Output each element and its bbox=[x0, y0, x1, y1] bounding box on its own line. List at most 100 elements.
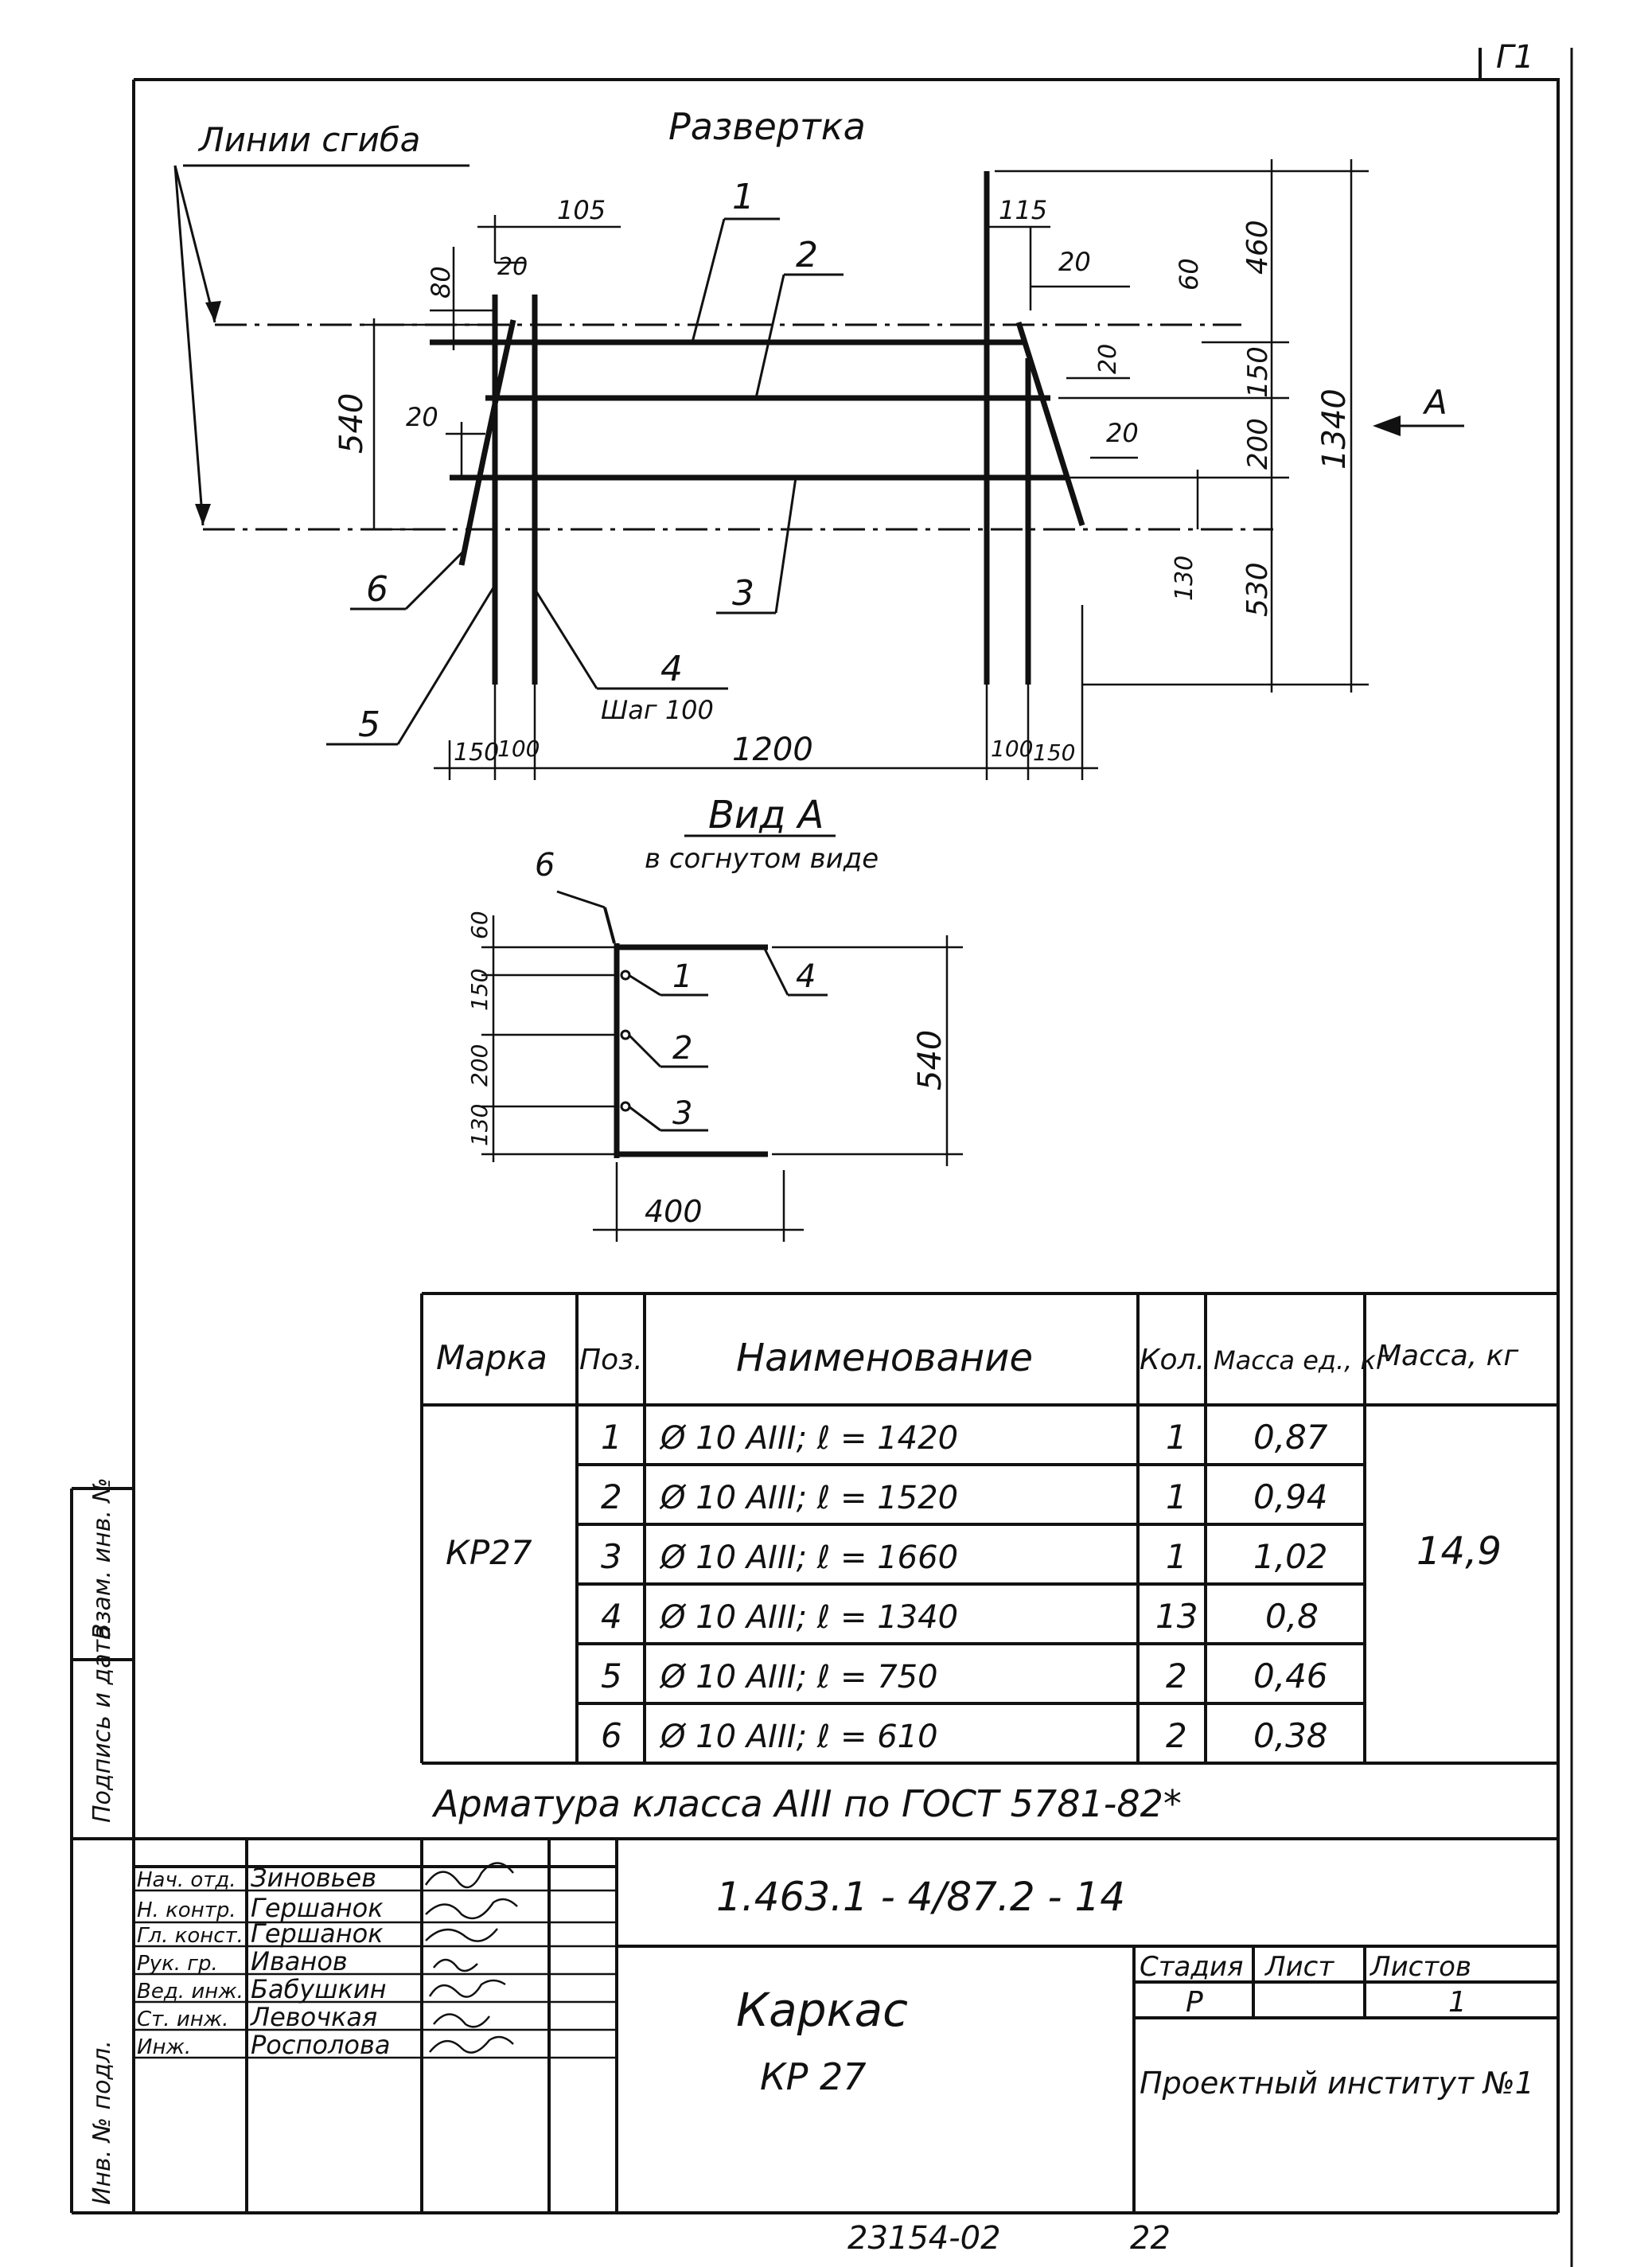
row-name: Ø 10 АIII; ℓ = 1420 bbox=[659, 1420, 958, 1457]
sheets-value: 1 bbox=[1448, 1986, 1467, 2019]
title-block-grid bbox=[134, 1837, 1558, 2213]
stage-value: Р bbox=[1186, 1986, 1203, 2019]
dim-1200: 1200 bbox=[732, 732, 813, 768]
stamp-inv-podl: Инв. № подл. bbox=[88, 2040, 116, 2205]
person-name: Бабушкин bbox=[251, 1974, 387, 2004]
view-arrowhead bbox=[1373, 416, 1401, 436]
person-name: Росполова bbox=[251, 2030, 390, 2060]
row-qty: 2 bbox=[1166, 1716, 1187, 1755]
dim-20: 20 bbox=[1094, 344, 1122, 374]
role-label: Вед. инж. bbox=[137, 1980, 244, 2004]
dim-80: 80 bbox=[426, 266, 456, 298]
spec-total-mass: 14,9 bbox=[1416, 1529, 1502, 1574]
spec-mark: КР27 bbox=[446, 1533, 532, 1572]
row-pos: 4 bbox=[601, 1597, 622, 1636]
row-mass: 0,46 bbox=[1253, 1656, 1328, 1695]
row-mass: 0,38 bbox=[1253, 1716, 1328, 1755]
pos-label-6: 6 bbox=[366, 569, 388, 610]
title-block-rows bbox=[134, 1889, 617, 2059]
row-pos: 6 bbox=[601, 1716, 622, 1755]
person-name: Иванов bbox=[251, 1946, 348, 1976]
view-a-title: Вид А bbox=[708, 793, 824, 837]
bar-section-2 bbox=[620, 1029, 631, 1040]
item-mark: КР 27 bbox=[760, 2055, 867, 2098]
dimension-lines bbox=[362, 159, 1369, 780]
spec-note: Арматура класса АIII по ГОСТ 5781-82* bbox=[431, 1782, 1182, 1825]
roles-column: Нач. отд. Н. контр. Гл. конст. Рук. гр. … bbox=[137, 1868, 244, 2059]
row-pos: 1 bbox=[601, 1418, 622, 1457]
sheet-frame bbox=[132, 48, 1573, 2267]
dim-1340: 1340 bbox=[1316, 388, 1353, 470]
dim-60: 60 bbox=[1174, 258, 1204, 291]
row-mass: 0,94 bbox=[1253, 1477, 1328, 1516]
view-dim-540: 540 bbox=[912, 1030, 949, 1091]
role-label: Нач. отд. bbox=[137, 1868, 236, 1892]
col-header-pos: Поз. bbox=[579, 1344, 643, 1376]
bend-lines-label: Линии сгиба bbox=[197, 120, 420, 159]
view-a-dimensions bbox=[481, 915, 963, 1242]
col-header-total-mass: Масса, кг bbox=[1377, 1340, 1519, 1372]
role-label: Ст. инж. bbox=[137, 2008, 228, 2031]
position-leaders bbox=[326, 217, 844, 746]
row-qty: 2 bbox=[1166, 1656, 1187, 1695]
dim-460: 460 bbox=[1241, 220, 1274, 275]
role-label: Рук. гр. bbox=[137, 1952, 218, 1976]
row-name: Ø 10 АIII; ℓ = 1520 bbox=[659, 1480, 958, 1516]
col-header-unit-mass: Масса ед., кг bbox=[1214, 1345, 1389, 1375]
row-qty: 13 bbox=[1155, 1597, 1198, 1636]
sheet-header: Лист bbox=[1264, 1951, 1334, 1983]
view-dim-60: 60 bbox=[466, 911, 493, 939]
spec-table-grid bbox=[420, 1292, 1558, 1765]
bend-leaders bbox=[173, 165, 216, 526]
view-dim-200: 200 bbox=[466, 1044, 493, 1087]
dim-115: 115 bbox=[999, 195, 1047, 225]
stamp-signature-date: Подпись и дата bbox=[88, 1625, 116, 1824]
person-name: Левочкая bbox=[250, 2002, 377, 2032]
leader-arrowhead bbox=[195, 504, 211, 525]
view-a-leaders bbox=[627, 946, 828, 1132]
row-mass: 0,87 bbox=[1253, 1418, 1328, 1457]
dim-105: 105 bbox=[557, 195, 606, 225]
side-stamp-strip bbox=[70, 1487, 134, 2214]
dim-150: 150 bbox=[1242, 346, 1274, 398]
pos-label-3: 3 bbox=[732, 573, 754, 614]
dim-150: 150 bbox=[1033, 739, 1075, 766]
footer-code: 23154-02 bbox=[847, 2220, 1001, 2257]
col-header-name: Наименование bbox=[736, 1336, 1033, 1380]
stamp-vzam-inv: Взам. инв. № bbox=[88, 1477, 116, 1640]
pos-label-2: 2 bbox=[796, 235, 818, 275]
row-pos: 5 bbox=[601, 1656, 622, 1695]
drawing-title: Развертка bbox=[668, 105, 866, 148]
row-name: Ø 10 АIII; ℓ = 610 bbox=[659, 1719, 938, 1755]
dim-20: 20 bbox=[406, 402, 438, 432]
view-a-frame bbox=[556, 890, 768, 1158]
row-name: Ø 10 АIII; ℓ = 1340 bbox=[659, 1599, 958, 1636]
row-pos: 3 bbox=[601, 1537, 622, 1576]
organization: Проектный институт №1 bbox=[1140, 2066, 1534, 2101]
dim-20: 20 bbox=[497, 253, 528, 281]
person-name: Зиновьев bbox=[251, 1863, 376, 1893]
view-dim-400: 400 bbox=[645, 1194, 703, 1229]
item-title: Каркас bbox=[736, 1983, 908, 2037]
row-qty: 1 bbox=[1166, 1477, 1187, 1516]
bar-5 bbox=[1015, 321, 1085, 527]
bar-6 bbox=[458, 319, 516, 566]
col-header-mark: Марка bbox=[436, 1338, 547, 1377]
dim-100: 100 bbox=[991, 736, 1033, 762]
pos-label-1: 1 bbox=[732, 177, 754, 217]
dim-20: 20 bbox=[1106, 418, 1139, 448]
view-a-subtitle: в согнутом виде bbox=[645, 843, 879, 875]
footer-page: 22 bbox=[1130, 2220, 1171, 2257]
row-name: Ø 10 АIII; ℓ = 1660 bbox=[659, 1539, 958, 1576]
col-header-qty: Кол. bbox=[1140, 1344, 1205, 1376]
bar-section-3 bbox=[620, 1101, 631, 1112]
pos-label-5: 5 bbox=[358, 704, 380, 745]
person-name: Гершанок bbox=[251, 1918, 384, 1949]
view-dim-130: 130 bbox=[466, 1104, 493, 1146]
view-pos-2: 2 bbox=[672, 1030, 692, 1067]
dim-150: 150 bbox=[454, 739, 499, 767]
dim-530: 530 bbox=[1241, 562, 1274, 617]
row-mass: 1,02 bbox=[1253, 1537, 1328, 1576]
view-dim-150: 150 bbox=[466, 969, 493, 1011]
